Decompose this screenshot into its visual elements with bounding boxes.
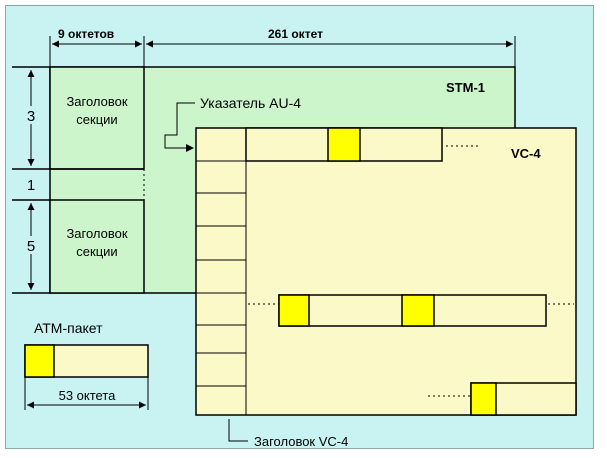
au4-pointer-arrowhead [186, 144, 194, 152]
atm-packet-header [24, 344, 55, 378]
vc4-container [195, 127, 577, 416]
poh-rows [196, 160, 246, 387]
label-octets-53: 53 октета [59, 388, 117, 403]
label-section-header-1-line1: Заголовок [66, 94, 127, 109]
octets-53-label-bg [50, 387, 128, 403]
au4-pointer-leader [164, 102, 195, 149]
label-octets-261: 261 октет [268, 27, 323, 41]
label-rows-3: 3 [27, 108, 35, 125]
label-au4-pointer: Указатель AU-4 [200, 95, 301, 111]
label-octets-9: 9 октетов [58, 27, 114, 41]
label-section-header-1-line2: секции [76, 112, 117, 127]
section-overhead-lower [49, 199, 145, 294]
label-stm1: STM-1 [446, 80, 485, 95]
label-section-header-2-line1: Заголовок [66, 226, 127, 241]
vc4-cell-1-header [327, 127, 361, 162]
vc4-header-leader [228, 419, 248, 442]
vc4-cell-3-header [401, 294, 435, 327]
rows-3-label-bg [23, 106, 39, 124]
label-atm-packet: АТМ-пакет [34, 320, 103, 336]
label-vc4: VC-4 [511, 146, 541, 161]
label-rows-5: 5 [27, 238, 35, 255]
section-overhead-upper [49, 66, 145, 170]
label-rows-1: 1 [27, 177, 35, 194]
vc4-cell-2-header [278, 294, 310, 327]
vc4-cell-4-header [470, 382, 497, 416]
rows-5-label-bg [23, 236, 39, 254]
label-section-header-2-line2: секции [76, 244, 117, 259]
label-vc4-header: Заголовок VC-4 [254, 434, 348, 449]
